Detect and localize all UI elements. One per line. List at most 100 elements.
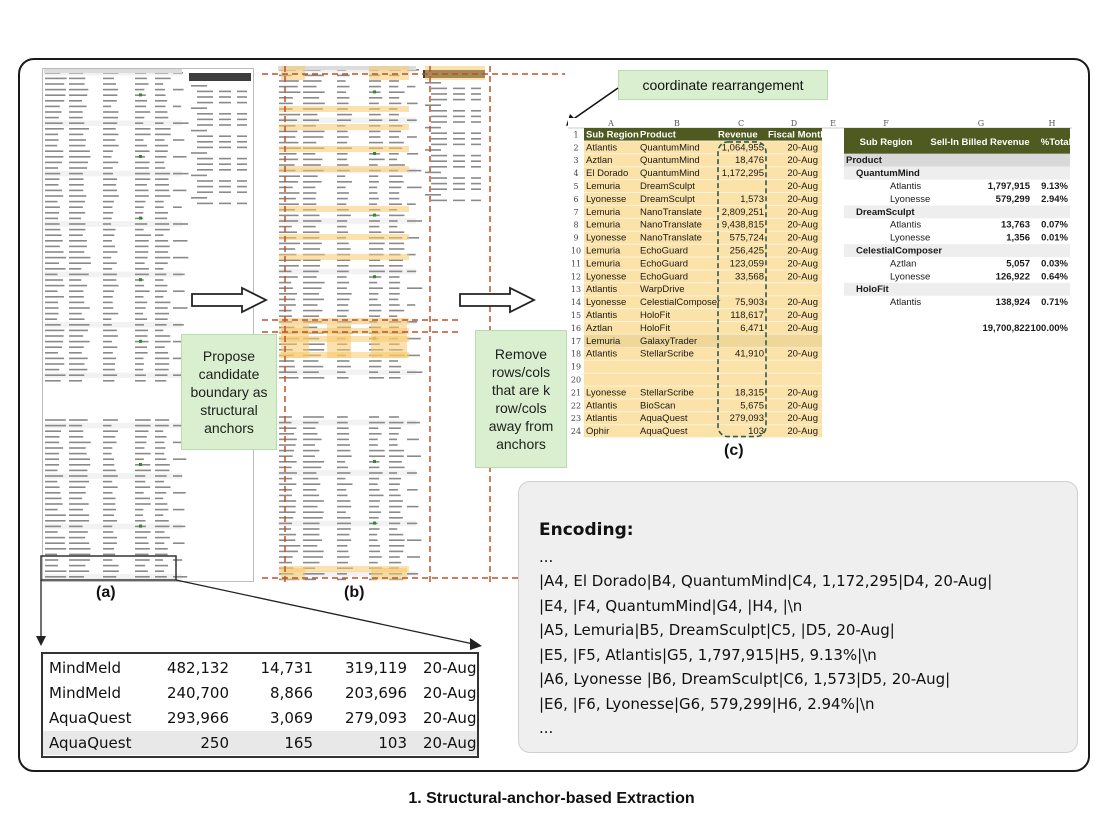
pivot-row-label: Lyonesse [890, 233, 930, 244]
thumbnail-b-canvas [278, 66, 485, 581]
pivot-header-cell: Sub Region [860, 137, 913, 148]
sheet-cell: 2,809,251 [722, 207, 764, 218]
column-letter: D [791, 119, 797, 128]
sheet-cell: EchoGuard [640, 258, 688, 269]
row-number: 1 [573, 130, 578, 139]
column-letter: F [883, 119, 889, 128]
pivot-row-label: Atlantis [890, 297, 921, 308]
sheet-cell: Aztlan [586, 155, 612, 166]
sheet-cell: DreamSculpt [640, 194, 695, 205]
label-a: (a) [96, 584, 116, 601]
sheet-cell: Lyonesse [586, 271, 626, 282]
pivot-percent-cell: 9.13% [1041, 181, 1068, 192]
sheet-cell: Lemuria [586, 246, 621, 257]
sheet-cell: Lyonesse [586, 387, 626, 398]
sheet-cell: 103 [748, 426, 764, 437]
sheet-cell: Lyonesse [586, 194, 626, 205]
sheet-cell: 20-Aug [787, 246, 818, 257]
sheet-cell: 20-Aug [787, 271, 818, 282]
sheet-cell: 20-Aug [787, 258, 818, 269]
sheet-cell: DreamSculpt [640, 181, 695, 192]
sheet-cell: 118,617 [730, 310, 764, 321]
zoom-table-cell: 3,069 [270, 709, 313, 727]
sheet-cell: QuantumMind [640, 155, 700, 166]
pivot-percent-cell: 100.00% [1030, 323, 1068, 334]
sheet-cell: Atlantis [586, 413, 617, 424]
pivot-row-label: HoloFit [856, 284, 890, 295]
sheet-cell: 20-Aug [787, 233, 818, 244]
zoom-table-cell: 482,132 [166, 659, 229, 677]
sheet-cell: 75,903 [735, 297, 764, 308]
sheet-cell: 20-Aug [787, 181, 818, 192]
zoom-table-cell: 279,093 [344, 709, 407, 727]
row-number: 4 [573, 169, 578, 178]
sheet-cell: 6,471 [740, 323, 764, 334]
zoom-table-cell: MindMeld [49, 684, 121, 702]
zoom-table-cell: AquaQuest [49, 734, 132, 752]
sheet-cell: 20-Aug [787, 220, 818, 231]
row-number: 13 [571, 285, 581, 294]
zoom-table-cell: 20-Aug [423, 659, 477, 677]
row-number: 15 [571, 311, 581, 320]
pivot-row-label: QuantumMind [856, 168, 920, 179]
zoom-table-cell: 8,866 [270, 684, 313, 702]
sheet-cell: 20-Aug [787, 168, 818, 179]
pivot-percent-cell: 0.71% [1041, 297, 1068, 308]
sheet-cell: 279,093 [730, 413, 764, 424]
pivot-percent-cell: 0.64% [1041, 271, 1068, 282]
sheet-cell: 41,910 [735, 349, 764, 360]
encoding-line: |A6, Lyonesse |B6, DreamSculpt|C6, 1,573… [539, 670, 951, 688]
sheet-cell: 5,675 [740, 400, 764, 411]
figure-caption: 1. Structural-anchor-based Extraction [408, 790, 695, 807]
right-arrow-icon [191, 286, 269, 314]
row-number: 14 [571, 298, 581, 307]
sheet-cell: AquaQuest [640, 426, 688, 437]
column-letter: A [607, 119, 614, 128]
zoom-table-cell: 240,700 [166, 684, 229, 702]
pivot-percent-cell: 0.07% [1041, 220, 1068, 231]
pivot-row-label: CelestialComposer [856, 246, 942, 257]
sheet-cell: 20-Aug [787, 426, 818, 437]
sheet-cell: NanoTranslate [640, 207, 702, 218]
label-c: (c) [724, 442, 744, 459]
row-number: 24 [571, 427, 581, 436]
pivot-row-label: Product [846, 155, 883, 166]
sheet-cell: CelestialComposer [640, 297, 720, 308]
sheet-cell: QuantumMind [640, 168, 700, 179]
sheet-cell: El Dorado [586, 168, 628, 179]
sheet-cell: WarpDrive [640, 284, 685, 295]
label-b: (b) [344, 584, 365, 601]
row-number: 16 [571, 324, 581, 333]
row-number: 19 [571, 363, 581, 372]
sheet-cell: Lemuria [586, 220, 621, 231]
sheet-cell: StellarScribe [640, 387, 694, 398]
row-number: 2 [573, 143, 578, 152]
sheet-header-cell: Revenue [718, 129, 758, 140]
zoom-table-cell: 14,731 [260, 659, 314, 677]
encoding-line: ... [539, 719, 554, 737]
pivot-revenue-cell: 19,700,822 [982, 323, 1030, 334]
pivot-header-cell: %Total [1041, 137, 1071, 148]
sheet-cell: NanoTranslate [640, 233, 702, 244]
encoding-title: Encoding: [539, 520, 634, 540]
sheet-cell: Atlantis [586, 349, 617, 360]
row-number: 3 [573, 156, 578, 165]
pivot-row-label: Aztlan [890, 258, 916, 269]
remove-rows-box: Remove rows/cols that are k row/cols awa… [475, 330, 567, 468]
row-number: 17 [571, 337, 581, 346]
encoding-panel: Encoding: ...|A4, El Dorado|B4, QuantumM… [518, 481, 1078, 753]
propose-anchors-text: Propose candidate boundary as structural… [190, 348, 268, 436]
pivot-revenue-cell: 5,057 [1006, 258, 1030, 269]
pivot-percent-cell: 0.01% [1041, 233, 1068, 244]
zoom-table-cell: MindMeld [49, 659, 121, 677]
row-number: 6 [573, 195, 578, 204]
coordinate-rearrangement-box: coordinate rearrangement [618, 70, 828, 100]
zoom-table-cell: 250 [200, 734, 229, 752]
row-number: 23 [571, 414, 581, 423]
column-letter: B [674, 119, 680, 128]
sheet-cell: Atlantis [586, 284, 617, 295]
sheet-cell: Aztlan [586, 323, 612, 334]
